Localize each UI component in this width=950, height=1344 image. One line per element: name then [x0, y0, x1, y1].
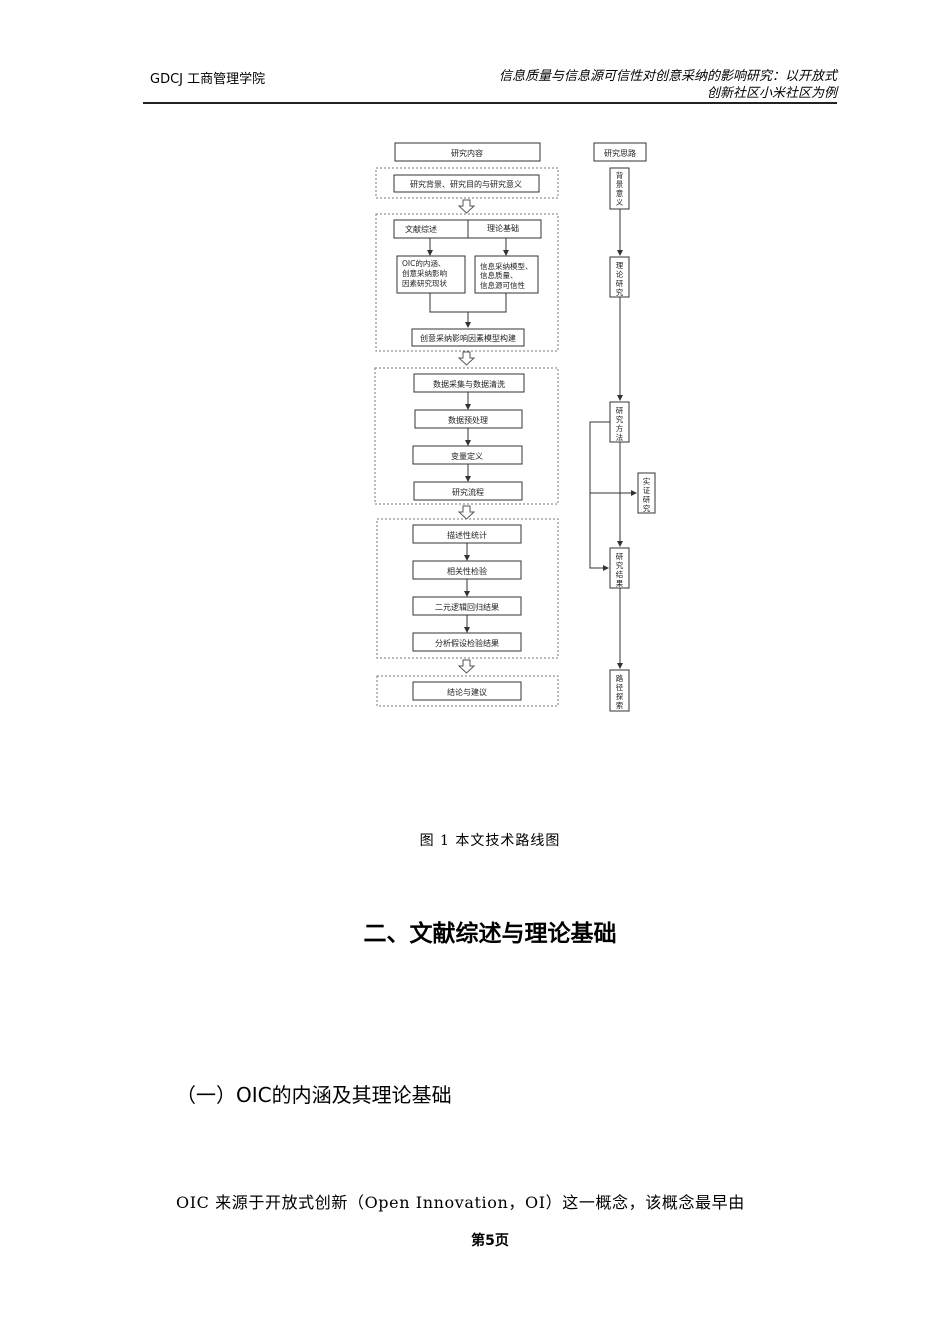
header-right: 信息质量与信息源可信性对创意采纳的影响研究：以开放式 创新社区小米社区为例	[499, 68, 837, 102]
thinking-label-4: 研究结果	[616, 552, 624, 588]
thinking-header: 研究思路	[604, 148, 636, 158]
side-label: 实证研究	[643, 476, 651, 513]
flow-arrow-1	[457, 199, 476, 214]
header-rule	[143, 102, 837, 104]
s3-box-1	[413, 373, 525, 393]
section2-frame	[375, 213, 559, 352]
s2-left-line3: 因素研究现状	[402, 278, 447, 288]
s4-label-1: 描述性统计	[447, 530, 487, 540]
s5-box	[412, 681, 522, 701]
flow-arrow-3	[457, 505, 476, 520]
section1-frame	[375, 167, 559, 199]
thinking-label-1: 背景意义	[616, 170, 624, 207]
page-number: 第5页	[471, 1233, 509, 1249]
section3-frame	[374, 367, 559, 505]
s2-left-line1: OIC的内涵、	[402, 258, 445, 268]
thinking-label-2: 理论研究	[616, 261, 624, 297]
content-header-box	[394, 142, 541, 162]
thinking-label-3: 研究方法	[616, 406, 624, 442]
s4-box-4	[412, 632, 522, 652]
side-box	[637, 472, 656, 514]
thinking-header-box	[593, 142, 647, 162]
subsection-title: （一）OIC的内涵及其理论基础	[176, 1083, 452, 1107]
figure-caption: 图 1 本文技术路线图	[419, 833, 561, 849]
thinking-label-5: 路径探索	[616, 673, 624, 710]
s5-label: 结论与建议	[447, 687, 487, 697]
s2-bottom-label: 创意采纳影响因素模型构建	[420, 333, 516, 343]
s2-right-line3: 信息源可信性	[480, 280, 525, 290]
content-header: 研究内容	[451, 148, 483, 158]
s2-bottom-box	[411, 328, 525, 347]
flow-arrow-4	[457, 659, 476, 674]
s4-label-4: 分析假设检验结果	[435, 638, 499, 648]
header-left: GDCJ 工商管理学院	[150, 72, 266, 87]
body-paragraph: OIC 来源于开放式创新（Open Innovation，OI）这一概念，该概念…	[176, 1193, 745, 1212]
s2-right-tab: 理论基础	[487, 223, 519, 233]
s3-box-4	[413, 481, 523, 501]
technical-route-figure: 研究内容 研究思路 研究背景、研究目的与研究意义 文献综述 理论基础 OIC的内…	[374, 142, 656, 712]
s4-label-3: 二元逻辑回归结果	[435, 602, 499, 612]
s3-label-4: 研究流程	[452, 487, 484, 497]
s4-label-2: 相关性检验	[447, 566, 487, 576]
header-right-line2: 创新社区小米社区为例	[706, 86, 837, 101]
s3-label-1: 数据采集与数据清洗	[433, 379, 505, 389]
s3-label-3: 变量定义	[451, 451, 483, 461]
s2-left-box	[396, 255, 466, 294]
s2-left-tab: 文献综述	[405, 224, 437, 234]
section5-frame	[376, 675, 559, 707]
header-right-line1: 信息质量与信息源可信性对创意采纳的影响研究：以开放式	[498, 69, 837, 84]
s1-box	[393, 174, 540, 193]
s3-label-2: 数据预处理	[448, 415, 488, 425]
flow-arrow-2	[457, 351, 476, 366]
s2-left-line2: 创意采纳影响	[402, 268, 447, 278]
section-title: 二、文献综述与理论基础	[363, 921, 617, 947]
s2-right-line2: 信息质量、	[480, 270, 518, 280]
thinking-box-5	[609, 669, 630, 712]
s2-right-line1: 信息采纳模型、	[480, 261, 533, 271]
s1-label: 研究背景、研究目的与研究意义	[410, 179, 522, 189]
